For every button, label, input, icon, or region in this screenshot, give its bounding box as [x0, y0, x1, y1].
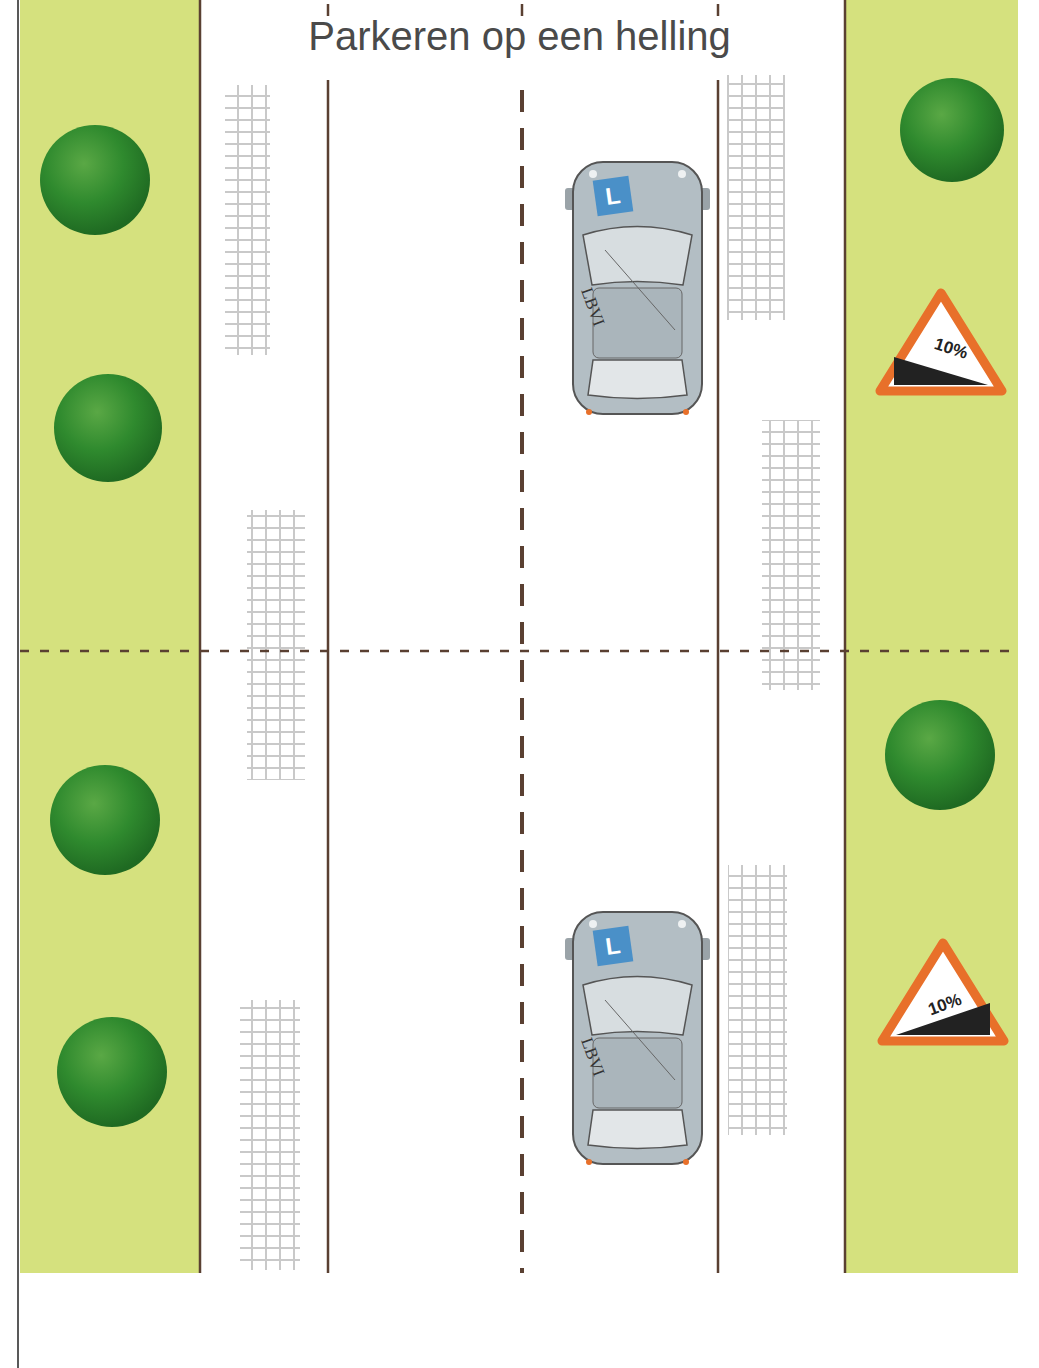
- car-node: LLBVI: [565, 160, 710, 418]
- verge: [845, 0, 1018, 1273]
- car-node: LLBVI: [565, 910, 710, 1168]
- sign-node: 10%: [876, 937, 1010, 1049]
- verge: [20, 0, 200, 1273]
- road-lines: [200, 0, 845, 1273]
- sign-node: 10%: [874, 287, 1008, 399]
- learner-plate: L: [593, 176, 634, 217]
- trees: [40, 78, 1004, 1127]
- learner-plate: L: [593, 926, 634, 967]
- warning-sign: [876, 937, 1010, 1049]
- divider-line: [20, 650, 1018, 653]
- diagram-title: Parkeren op een helling: [0, 14, 1039, 59]
- border-line: [17, 0, 19, 1368]
